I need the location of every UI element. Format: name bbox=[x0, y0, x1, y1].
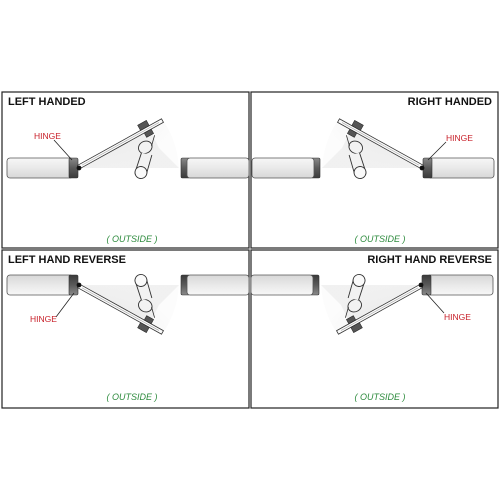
panel-title: RIGHT HAND REVERSE bbox=[367, 254, 492, 266]
door-illustration bbox=[251, 113, 495, 204]
panel-title: LEFT HANDED bbox=[8, 96, 86, 108]
outside-label: ( OUTSIDE ) bbox=[355, 392, 406, 402]
panel-frame-left-hand-reverse bbox=[1, 249, 250, 409]
hinge-leader-line bbox=[55, 292, 75, 318]
hinge-leader-line bbox=[425, 292, 445, 314]
panel-right-handed: RIGHT HANDED HINGE ( OUTSIDE ) bbox=[251, 96, 495, 244]
outside-label: ( OUTSIDE ) bbox=[107, 392, 158, 402]
panel-title: RIGHT HANDED bbox=[408, 96, 492, 108]
panel-frame-right-handed bbox=[250, 91, 499, 249]
hinge-label: HINGE bbox=[444, 312, 471, 322]
panel-frame-right-hand-reverse bbox=[250, 249, 499, 409]
panel-right-hand-reverse: RIGHT HAND REVERSE HINGE ( OUTSIDE ) bbox=[250, 249, 494, 402]
hinge-label: HINGE bbox=[446, 133, 473, 143]
outside-label: ( OUTSIDE ) bbox=[107, 234, 158, 244]
panel-left-hand-reverse: LEFT HAND REVERSE HINGE ( OUTSIDE ) bbox=[6, 249, 250, 402]
hinge-label: HINGE bbox=[34, 131, 61, 141]
outside-label: ( OUTSIDE ) bbox=[355, 234, 406, 244]
panel-left-handed: LEFT HANDED HINGE ( OUTSIDE ) bbox=[6, 96, 250, 244]
hinge-leader-line bbox=[53, 139, 73, 161]
door-illustration bbox=[6, 113, 250, 204]
hinge-label: HINGE bbox=[30, 314, 57, 324]
hinge-leader-line bbox=[427, 141, 447, 161]
panel-title: LEFT HAND REVERSE bbox=[8, 254, 126, 266]
